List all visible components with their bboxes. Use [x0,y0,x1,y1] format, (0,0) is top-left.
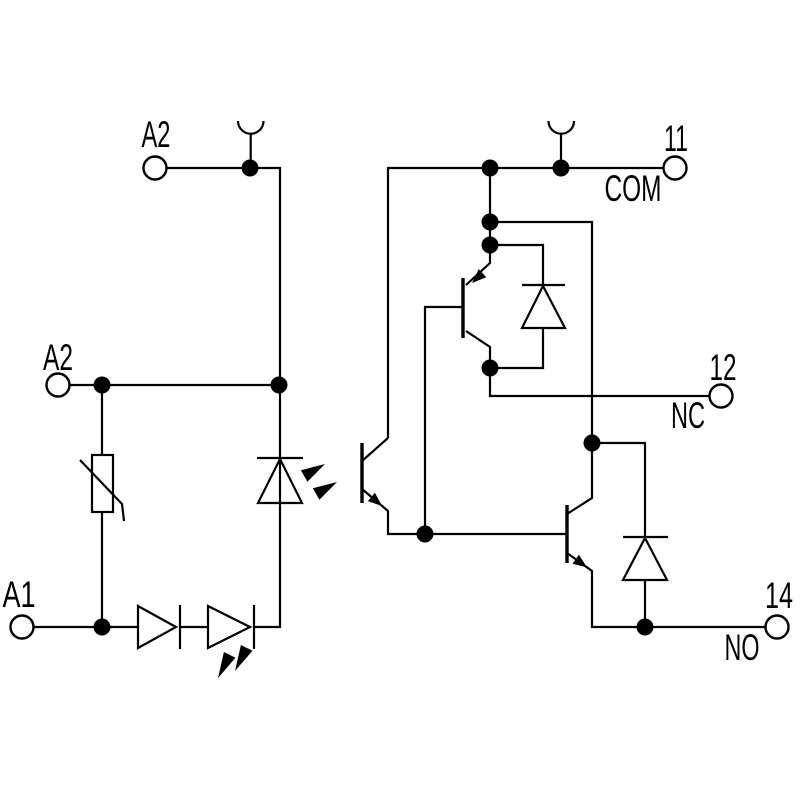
terminal-function: NO [725,627,760,668]
junction-dot [636,618,654,636]
diode-triangle [520,283,567,330]
emitter-arrow-icon [572,554,587,568]
terminal-circle [662,155,688,181]
terminal-circle [708,383,734,409]
diode-triangle [136,604,179,650]
wire [361,488,567,536]
junction-dot [481,236,499,254]
terminal-a1: A1 [3,574,36,640]
varistor-stroke [79,459,126,522]
terminal-label: A2 [142,114,171,155]
led-triangle [256,456,304,505]
terminal-a2-mid: A2 [43,337,73,398]
junction-dot [552,159,570,177]
terminal-circle [764,614,790,640]
wires [33,120,765,629]
terminal-label: A1 [3,574,36,615]
junction-dot [481,159,499,177]
diode-triangle [621,535,669,582]
terminal-a2-top: A2 [142,114,171,181]
junction-dot [241,159,259,177]
wire [490,328,545,370]
terminal-12-nc: 12 NC [671,347,737,436]
terminal-circle [45,372,71,398]
junction-dot [93,376,111,394]
wire [490,243,545,285]
junction-dot [93,618,111,636]
optocoupler-led [256,456,337,505]
wire [386,166,663,438]
terminal-circle [142,155,168,181]
terminal-number: 11 [664,118,688,159]
led-light-arrow-icon [300,464,325,482]
wire [423,305,463,534]
terminal-circle [9,614,35,640]
led-light-arrow-icon [312,482,337,500]
test-tap-icon [547,120,576,135]
wire [490,220,594,443]
junction-dot [583,434,601,452]
freewheeling-diode-no [621,535,669,582]
wire [592,441,647,537]
junction-dot [416,525,434,543]
indicator-led [206,604,256,678]
junction-dots [93,159,654,636]
diode-triangle [206,604,253,650]
npn-output-transistor [565,505,587,568]
pnp-output-transistor [461,269,487,338]
optocoupler-phototransistor [360,443,382,506]
terminal-11-com: 11 COM [605,118,689,209]
junction-dot [270,376,288,394]
varistor [79,453,126,522]
emitter-arrow-icon [472,269,487,283]
emitter-arrow-icon [367,492,382,506]
wire [465,168,492,286]
series-diode [136,604,182,650]
wire [488,368,709,398]
terminal-number: 14 [765,575,793,616]
junction-dot [481,213,499,231]
terminal-function: COM [605,168,662,209]
led-light-arrow-icon [218,652,236,678]
junction-dot [481,359,499,377]
wire [361,437,389,462]
terminal-label: A2 [43,337,73,378]
freewheeling-diode-nc [520,283,567,330]
test-tap-icon [236,120,265,135]
terminal-14-no: 14 NO [725,575,794,668]
terminal-number: 12 [710,347,737,388]
terminal-function: NC [671,395,705,436]
wire [566,552,765,629]
led-light-arrow-icon [235,645,253,671]
wire [566,443,594,515]
wire [166,166,282,629]
